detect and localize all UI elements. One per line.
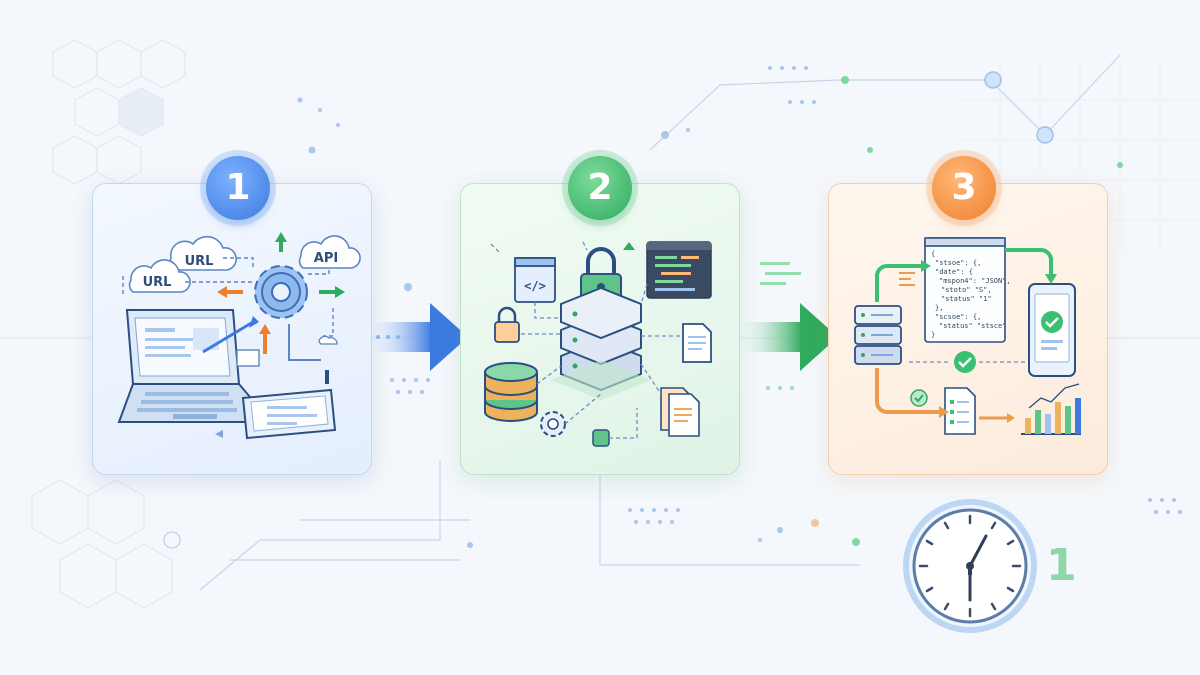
step-1-illustration: URL URL API (117, 232, 361, 440)
step-2-card: </> (460, 183, 740, 475)
check-circle-icon (910, 351, 976, 407)
tablet-icon (241, 388, 337, 440)
step-3-card: { "stsoe": {, "date": { "mspon4": "JSON"… (828, 183, 1108, 475)
svg-text:"status" "1": "status" "1" (941, 295, 992, 303)
small-gear-icon (540, 411, 566, 437)
svg-text:URL: URL (143, 275, 172, 290)
svg-text:"status" "stsce": "status" "stsce" (939, 322, 1006, 330)
svg-text:"stsoe": {,: "stsoe": {, (935, 259, 981, 267)
cloud-url-left: URL (128, 259, 191, 293)
server-icon (854, 305, 902, 365)
server-stack-icon (551, 286, 651, 400)
svg-text:},: }, (935, 304, 943, 312)
small-lock-icon (592, 429, 610, 447)
svg-text:"date": {: "date": { (935, 268, 973, 276)
step-1-badge: 1 (206, 156, 270, 220)
code-window-icon: </> (514, 257, 556, 303)
documents-stack-icon (660, 387, 700, 437)
arrow-step2-to-step3 (740, 262, 838, 390)
gear-icon (254, 265, 308, 319)
svg-text:{: { (931, 250, 935, 258)
svg-text:"mspon4": "JSON",: "mspon4": "JSON", (939, 277, 1011, 285)
clock-icon (903, 499, 1037, 633)
smartphone-icon (1028, 283, 1076, 377)
step-2-badge: 2 (568, 156, 632, 220)
step-3-illustration: { "stsoe": {, "date": { "mspon4": "JSON"… (854, 237, 1081, 435)
svg-text:"stoto" "S",: "stoto" "S", (941, 286, 992, 294)
step-2-illustration: </> (484, 241, 712, 447)
flow-arrows (875, 248, 1057, 423)
arrow-icons (217, 232, 345, 354)
clock-number: 1 (1046, 540, 1077, 591)
checklist-icon (944, 387, 976, 435)
svg-text:URL: URL (185, 254, 214, 269)
svg-text:}: } (931, 331, 935, 339)
cloud-url-top: URL (169, 235, 237, 271)
laptop-icon (117, 309, 274, 423)
step-3-badge: 3 (932, 156, 996, 220)
document-icon (682, 323, 712, 363)
json-code-window: { "stsoe": {, "date": { "mspon4": "JSON"… (924, 237, 1011, 343)
cloud-api: API (298, 235, 361, 269)
step-1-card: URL URL API (92, 183, 372, 475)
svg-text:API: API (314, 251, 338, 266)
arrow-step1-to-step2 (370, 283, 468, 394)
svg-text:</>: </> (524, 279, 546, 293)
hexagon-pattern (31, 39, 186, 609)
dot-cluster (297, 66, 1182, 548)
database-icon (484, 362, 538, 422)
padlock-icon-small (494, 306, 520, 343)
circuit-lines (199, 54, 1121, 591)
terminal-window-icon (646, 241, 712, 299)
svg-text:"scsoe": {,: "scsoe": {, (935, 313, 981, 321)
bar-chart-icon (1021, 383, 1081, 435)
